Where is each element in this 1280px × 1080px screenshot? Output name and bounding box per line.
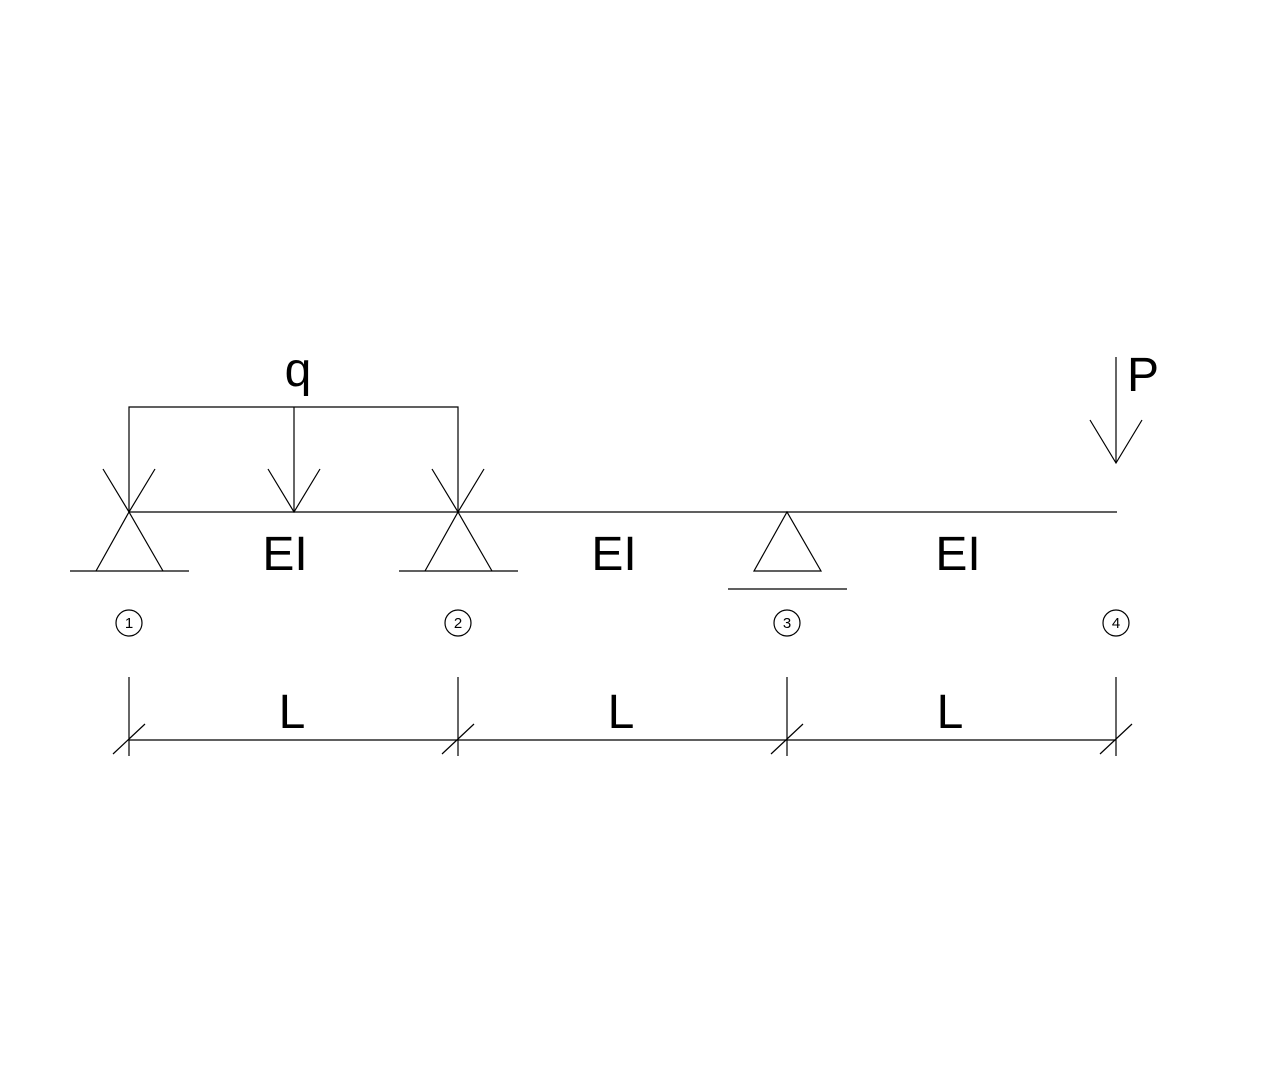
distributed-load-label: q [285, 344, 312, 397]
node-marker-3: 3 [773, 609, 801, 637]
point-load: P [1089, 349, 1159, 465]
node-circle [773, 609, 801, 637]
tick-mark-icon [1099, 723, 1133, 755]
point-load-label: P [1127, 349, 1159, 402]
triangle-support-icon [95, 510, 164, 572]
span-1-length: L [279, 686, 306, 739]
support-pinned-2 [399, 510, 518, 572]
span-3-length: L [937, 686, 964, 739]
node-circle [1102, 609, 1130, 637]
dimension-line [112, 677, 1133, 756]
support-pinned-1 [70, 510, 189, 572]
node-number: 3 [783, 615, 791, 632]
tick-mark-icon [441, 723, 475, 755]
distributed-load: q [102, 344, 485, 514]
node-marker-2: 2 [444, 609, 472, 637]
span-2-length: L [608, 686, 635, 739]
span-2-stiffness: EI [591, 528, 636, 581]
span-1-stiffness: EI [262, 528, 307, 581]
triangle-support-icon [424, 510, 493, 572]
node-number: 4 [1112, 615, 1120, 632]
arrow-head-icon [267, 468, 321, 514]
node-number: 2 [454, 615, 462, 632]
node-marker-4: 4 [1102, 609, 1130, 637]
span-3-stiffness: EI [935, 528, 980, 581]
triangle-support-icon [752, 510, 823, 572]
node-circle [115, 609, 143, 637]
support-roller-3 [728, 510, 847, 590]
node-number: 1 [125, 615, 133, 632]
node-marker-1: 1 [115, 609, 143, 637]
node-circle [444, 609, 472, 637]
tick-mark-icon [770, 723, 804, 755]
tick-mark-icon [112, 723, 146, 755]
arrow-head-icon [1089, 419, 1143, 465]
